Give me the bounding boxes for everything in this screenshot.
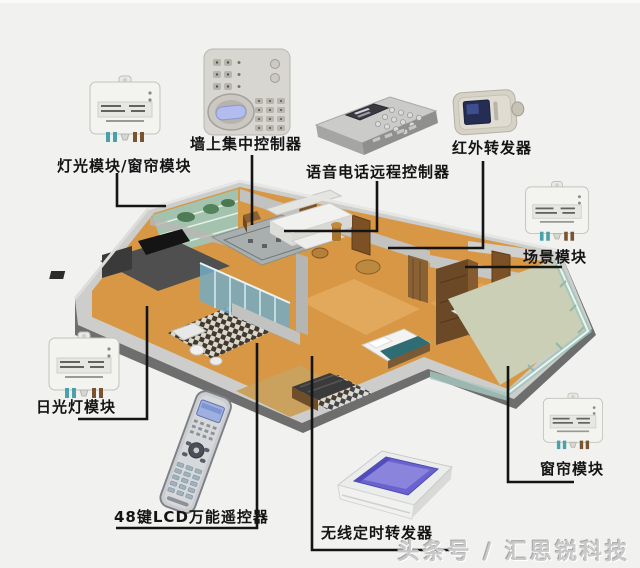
scene-module-device <box>522 179 592 249</box>
voice-phone-controller-device <box>310 89 442 168</box>
light-curtain-module-device <box>86 75 164 149</box>
connector-fluorescent-module <box>78 306 149 421</box>
label-wall-controller: 墙上集中控制器 <box>190 135 303 153</box>
label-ir-repeater: 红外转发器 <box>452 139 533 157</box>
wall-rims <box>73 179 561 300</box>
label-wireless-timer: 无线定时转发器 <box>321 524 434 542</box>
connector-voice-phone <box>284 181 379 233</box>
desktop-unit-icon <box>336 450 453 520</box>
label-curtain-module: 窗帘模块 <box>540 460 605 478</box>
connector-remote-48key <box>116 343 259 530</box>
glass-balcony <box>430 257 592 401</box>
label-voice-phone-controller: 语音电话远程控制器 <box>306 163 451 181</box>
media-room <box>49 229 230 291</box>
label-scene-module: 场景模块 <box>523 248 588 266</box>
wiring-module-icon <box>542 392 604 450</box>
wall-panel-icon <box>203 48 291 136</box>
label-fluorescent-module: 日光灯模块 <box>36 398 117 416</box>
curtain-module-device <box>540 391 606 457</box>
remote-48key-device <box>152 385 238 522</box>
wiring-module-icon <box>89 75 161 142</box>
label-light-curtain-module: 灯光模块/窗帘模块 <box>57 157 192 175</box>
wiring-module-icon <box>48 331 120 398</box>
wireless-timer-device <box>330 443 460 531</box>
wall-controller-device <box>203 48 291 140</box>
desktop-unit-icon <box>314 96 438 155</box>
remote-control-icon <box>159 390 232 514</box>
connector-ir-repeater <box>388 161 485 250</box>
floorplan-3d <box>49 155 596 552</box>
connector-light-curtain-module <box>115 173 166 208</box>
ir-unit-icon <box>452 89 525 136</box>
ir-repeater-device <box>450 85 526 145</box>
fluorescent-module-device <box>44 331 124 405</box>
wiring-module-icon <box>525 181 589 241</box>
connector-lines <box>78 155 574 552</box>
label-remote-48key: 48键LCD万能遥控器 <box>114 508 269 526</box>
connector-curtain-module <box>506 366 574 484</box>
connector-wireless-timer <box>310 356 458 552</box>
watermark: 头条号 / 汇思锐科技 <box>397 540 630 565</box>
